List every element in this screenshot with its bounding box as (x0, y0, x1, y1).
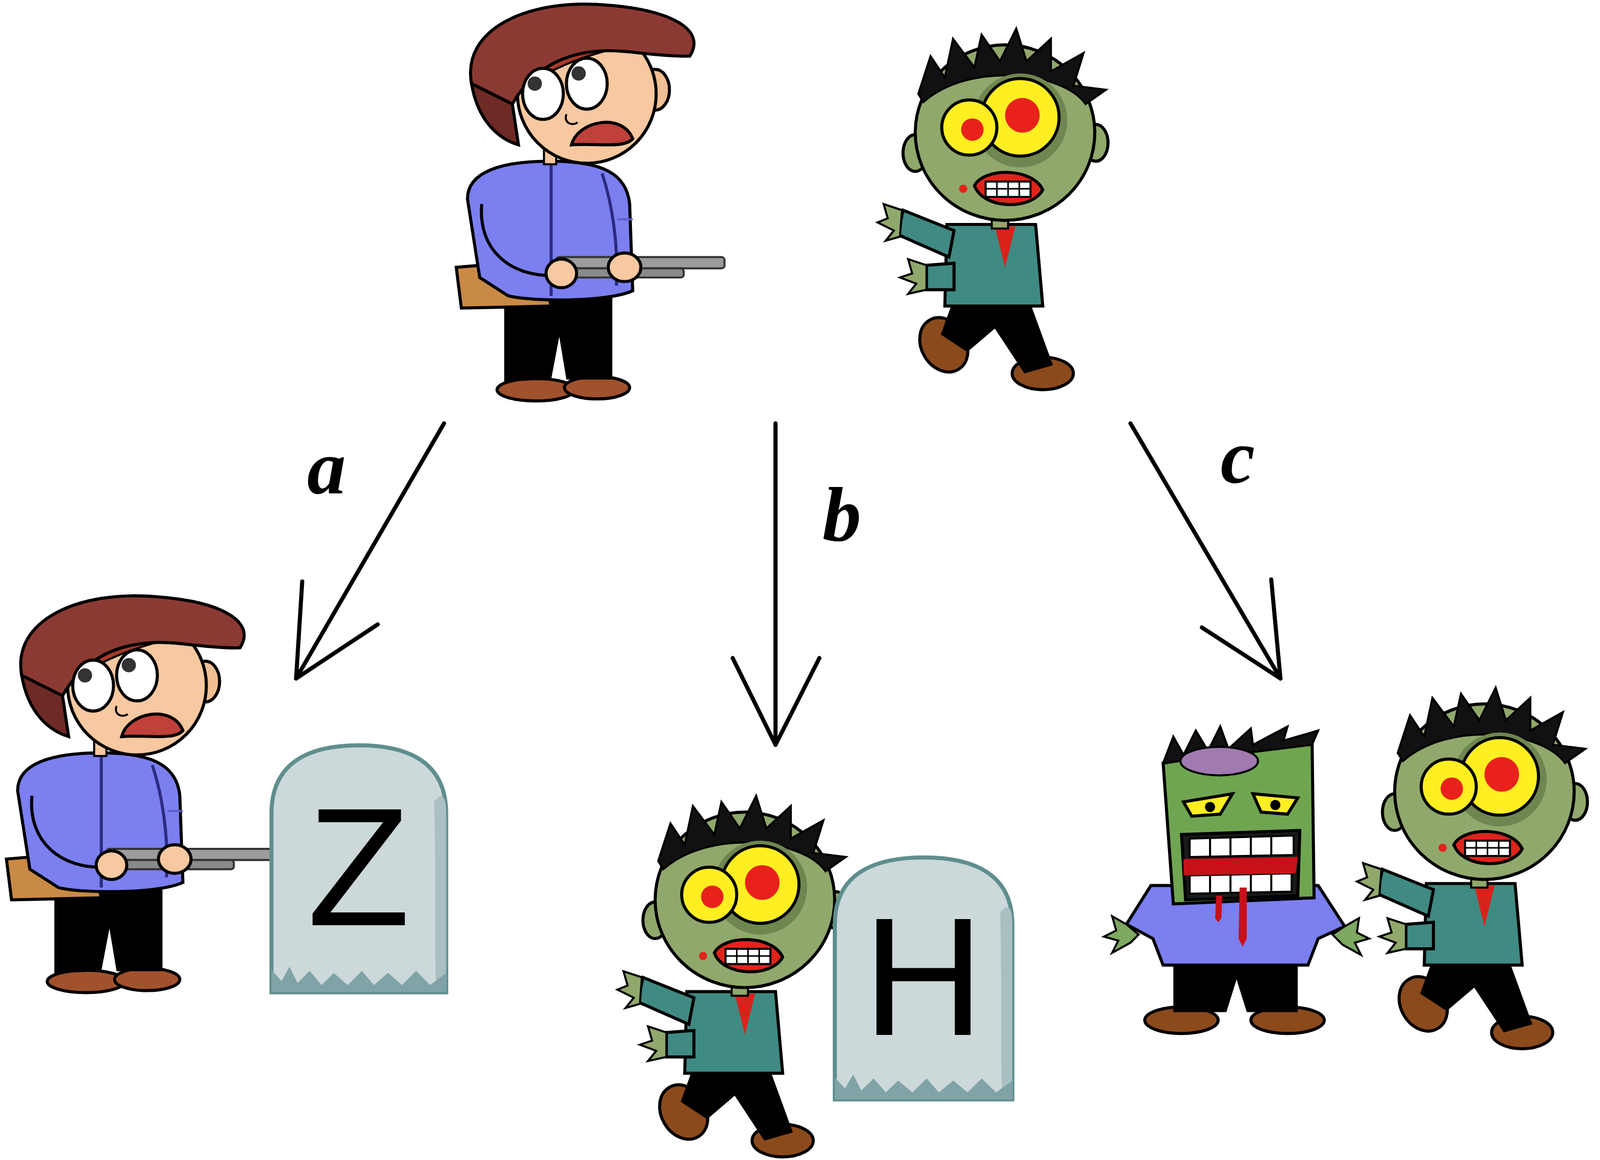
outcome-arrow (296, 423, 1281, 745)
zombie-hunter-figure-part (1183, 793, 1233, 816)
zombie-hunter-figure-part (1180, 746, 1258, 776)
zombie-hunter-figure-part (1253, 793, 1299, 814)
zombie-figure (1357, 687, 1588, 1049)
zombie-figure (877, 28, 1109, 391)
tombstone-letter: H (862, 892, 984, 1062)
tombstone-outline (834, 856, 1013, 1099)
tombstone-shade (434, 795, 447, 993)
outcome-arrow-part (1130, 423, 1281, 679)
zombie-hunter-figure-part (1183, 856, 1298, 876)
zombie-hunter-figure-part (1270, 799, 1281, 810)
zombie-hunter-figure-part (1238, 887, 1247, 947)
outcome-arrow-part (773, 423, 778, 745)
tombstone-letter: Z (307, 783, 411, 952)
tombstone-grass (271, 966, 446, 993)
outcome-arrow-part (732, 658, 820, 745)
arrow-label: c (1220, 418, 1256, 496)
hunter-figure (6, 595, 275, 993)
outcome-arrow-part (296, 581, 378, 679)
tombstone-grass (834, 1074, 1013, 1100)
hunter-figure (456, 4, 725, 401)
zombie-hunter-figure-part (1163, 738, 1315, 904)
zombie-hunter-figure-part (1189, 835, 1294, 857)
outcome-arrow-part (1201, 579, 1281, 679)
zombie-figure (617, 795, 849, 1157)
tombstone: H (826, 852, 1021, 1103)
tombstone: Z (263, 740, 455, 996)
arrow-label: b (822, 476, 862, 555)
tombstone-shade (999, 907, 1013, 1100)
tombstone-outline (271, 744, 446, 992)
outcome-arrow-part (296, 423, 445, 679)
zombie-hunter-figure (1103, 726, 1369, 1034)
zombie-hunter-figure-part (1103, 915, 1139, 953)
zombie-hunter-figure-part (1204, 801, 1216, 812)
arrow-label: a (306, 428, 346, 506)
zombie-hunter-figure-part (1215, 895, 1223, 923)
zombie-hunter-figure-part (1332, 917, 1370, 955)
